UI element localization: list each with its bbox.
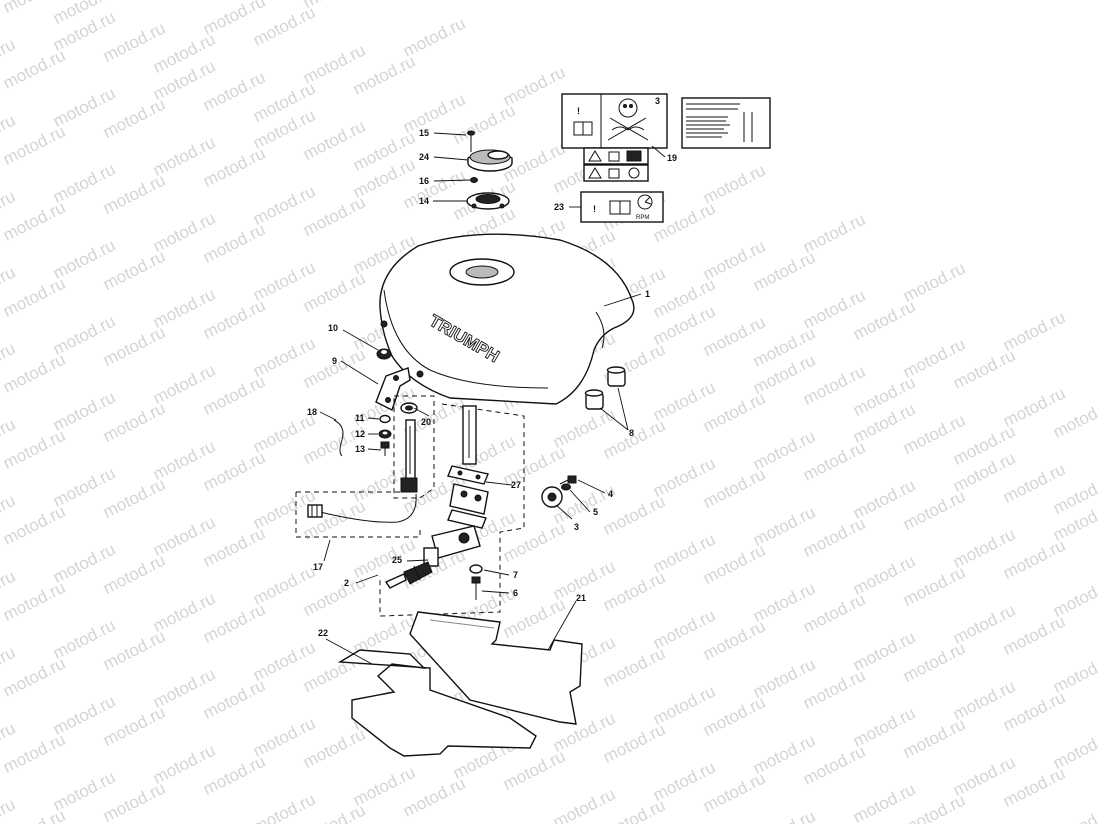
callout-16: 16 bbox=[419, 176, 429, 186]
rpm-text: RPM bbox=[636, 215, 649, 221]
heat-shield-pad-22 bbox=[337, 649, 537, 757]
callout-27: 27 bbox=[511, 480, 521, 490]
tap-dashed-group bbox=[379, 403, 525, 617]
wiring-harness-17 bbox=[307, 493, 417, 523]
bolt-6 bbox=[471, 576, 481, 600]
filler-cap-24 bbox=[467, 149, 513, 172]
callout-4: 4 bbox=[608, 489, 613, 499]
washer-7 bbox=[469, 564, 483, 574]
fuel-hose-18 bbox=[333, 419, 344, 457]
callout-8: 8 bbox=[629, 428, 634, 438]
label-number-text: 3 bbox=[655, 96, 660, 106]
callout-23: 23 bbox=[554, 202, 564, 212]
gasket-20 bbox=[400, 402, 418, 414]
callout-24: 24 bbox=[419, 152, 429, 162]
grommet-10 bbox=[376, 348, 392, 360]
washer-11 bbox=[379, 414, 391, 424]
callout-18: 18 bbox=[307, 407, 317, 417]
svg-text:!: ! bbox=[593, 204, 596, 214]
callout-1: 1 bbox=[645, 289, 650, 299]
warning-label-fuel-row1 bbox=[583, 147, 649, 165]
heat-shield-pad-21 bbox=[409, 611, 583, 725]
callout-5: 5 bbox=[593, 507, 598, 517]
callout-labels: 15 24 16 14 19 23 1 10 9 18 11 12 13 20 … bbox=[307, 128, 677, 638]
callout-21: 21 bbox=[576, 593, 586, 603]
svg-text:!: ! bbox=[577, 106, 580, 116]
bolt-13 bbox=[380, 441, 390, 456]
fuel-tank-1: TRIUMPH bbox=[379, 233, 635, 405]
warning-label-main: ! 3 bbox=[561, 93, 668, 149]
callout-11: 11 bbox=[355, 413, 365, 423]
tap-lever-25 bbox=[384, 561, 433, 589]
warning-label-text-sticker bbox=[681, 97, 771, 149]
callout-2: 2 bbox=[344, 578, 349, 588]
fuel-level-sender-unit bbox=[400, 419, 418, 493]
washer-5 bbox=[561, 483, 571, 491]
tap-flange-plate bbox=[447, 483, 489, 529]
callout-10: 10 bbox=[328, 323, 338, 333]
mounting-bracket-9 bbox=[375, 367, 411, 411]
callout-13: 13 bbox=[355, 444, 365, 454]
callout-7: 7 bbox=[513, 570, 518, 580]
rubber-mount-8-lower bbox=[584, 389, 604, 410]
cover-3 bbox=[541, 486, 563, 508]
leader-lines bbox=[319, 132, 666, 665]
callout-17: 17 bbox=[313, 562, 323, 572]
callout-19: 19 bbox=[667, 153, 677, 163]
callout-6: 6 bbox=[513, 588, 518, 598]
fuel-pickup-pipe bbox=[462, 405, 477, 465]
callout-12: 12 bbox=[355, 429, 365, 439]
grommet-12 bbox=[378, 429, 392, 439]
seal-16 bbox=[470, 177, 478, 183]
callout-22: 22 bbox=[318, 628, 328, 638]
warning-label-rpm: ! RPM bbox=[580, 191, 664, 223]
callout-14: 14 bbox=[419, 196, 429, 206]
gasket-27 bbox=[447, 465, 489, 485]
callout-25: 25 bbox=[392, 555, 402, 565]
callout-9: 9 bbox=[332, 356, 337, 366]
callout-3: 3 bbox=[574, 522, 579, 532]
harness-dashed-group bbox=[295, 491, 421, 538]
warning-label-fuel-row2 bbox=[583, 164, 649, 182]
screw-4 bbox=[559, 475, 577, 485]
callout-15: 15 bbox=[419, 128, 429, 138]
sender-dashed-group bbox=[393, 395, 435, 499]
rubber-mount-8-upper bbox=[606, 366, 626, 387]
callout-20: 20 bbox=[421, 417, 431, 427]
filler-ring-14 bbox=[466, 192, 510, 210]
cap-screw-15 bbox=[467, 130, 475, 152]
fuel-tap-body bbox=[423, 525, 481, 567]
